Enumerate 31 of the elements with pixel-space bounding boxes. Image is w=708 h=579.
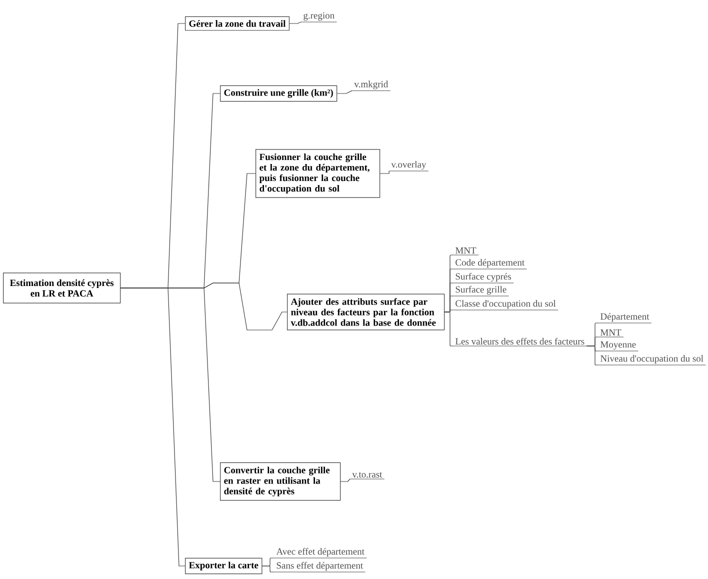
underlined-label: Code département	[452, 258, 528, 270]
branch-line	[444, 312, 454, 346]
branch-line	[336, 90, 352, 94]
underlined-label: Département	[598, 312, 652, 324]
underlined-label: v.mkgrid	[352, 80, 391, 91]
underlined-label: Classe d'occupation du sol	[452, 300, 558, 310]
underlined-label: MNT	[598, 329, 624, 338]
topic-box: Fusionner la couche grille et la zone du département, puis fusionner la couche d'occupation du sol	[256, 149, 380, 198]
underlined-label: v.overlay	[388, 160, 429, 172]
topic-box: Ajouter des attributs surface par niveau des facteurs par la fonction v.db.addcol dans la base de donnée	[287, 294, 445, 330]
branch-line	[380, 170, 390, 174]
underlined-label: Avec effet département	[274, 548, 367, 558]
branch-line	[289, 22, 302, 24]
underlined-label: Surface grille	[452, 286, 510, 296]
topic-box: Exporter la carte	[185, 558, 262, 574]
underlined-label: Sans effet département	[274, 562, 366, 572]
topic-box: Convertir la couche grille en raster en utilisant la densité de cyprès	[220, 462, 341, 501]
underlined-label: Les valeurs des effets des facteurs	[452, 338, 587, 346]
underlined-label: MNT	[452, 247, 479, 256]
branch-line	[340, 478, 350, 482]
underlined-label: g.region	[300, 12, 338, 22]
branch-line	[586, 346, 598, 366]
topic-box: Construire une grille (km²)	[220, 85, 338, 102]
underlined-label: Surface cyprés	[452, 272, 514, 284]
underlined-label: Niveau d'occupation du sol	[598, 355, 706, 366]
topic-box: Gérer la zone du travail	[185, 16, 290, 31]
underlined-label: v.to.rast	[350, 472, 385, 480]
underlined-label: Moyenne	[598, 341, 639, 352]
topic-box: Estimation densité cyprès en LR et PACA	[3, 272, 121, 304]
branch-line	[262, 566, 274, 572]
branch-line	[120, 288, 186, 566]
